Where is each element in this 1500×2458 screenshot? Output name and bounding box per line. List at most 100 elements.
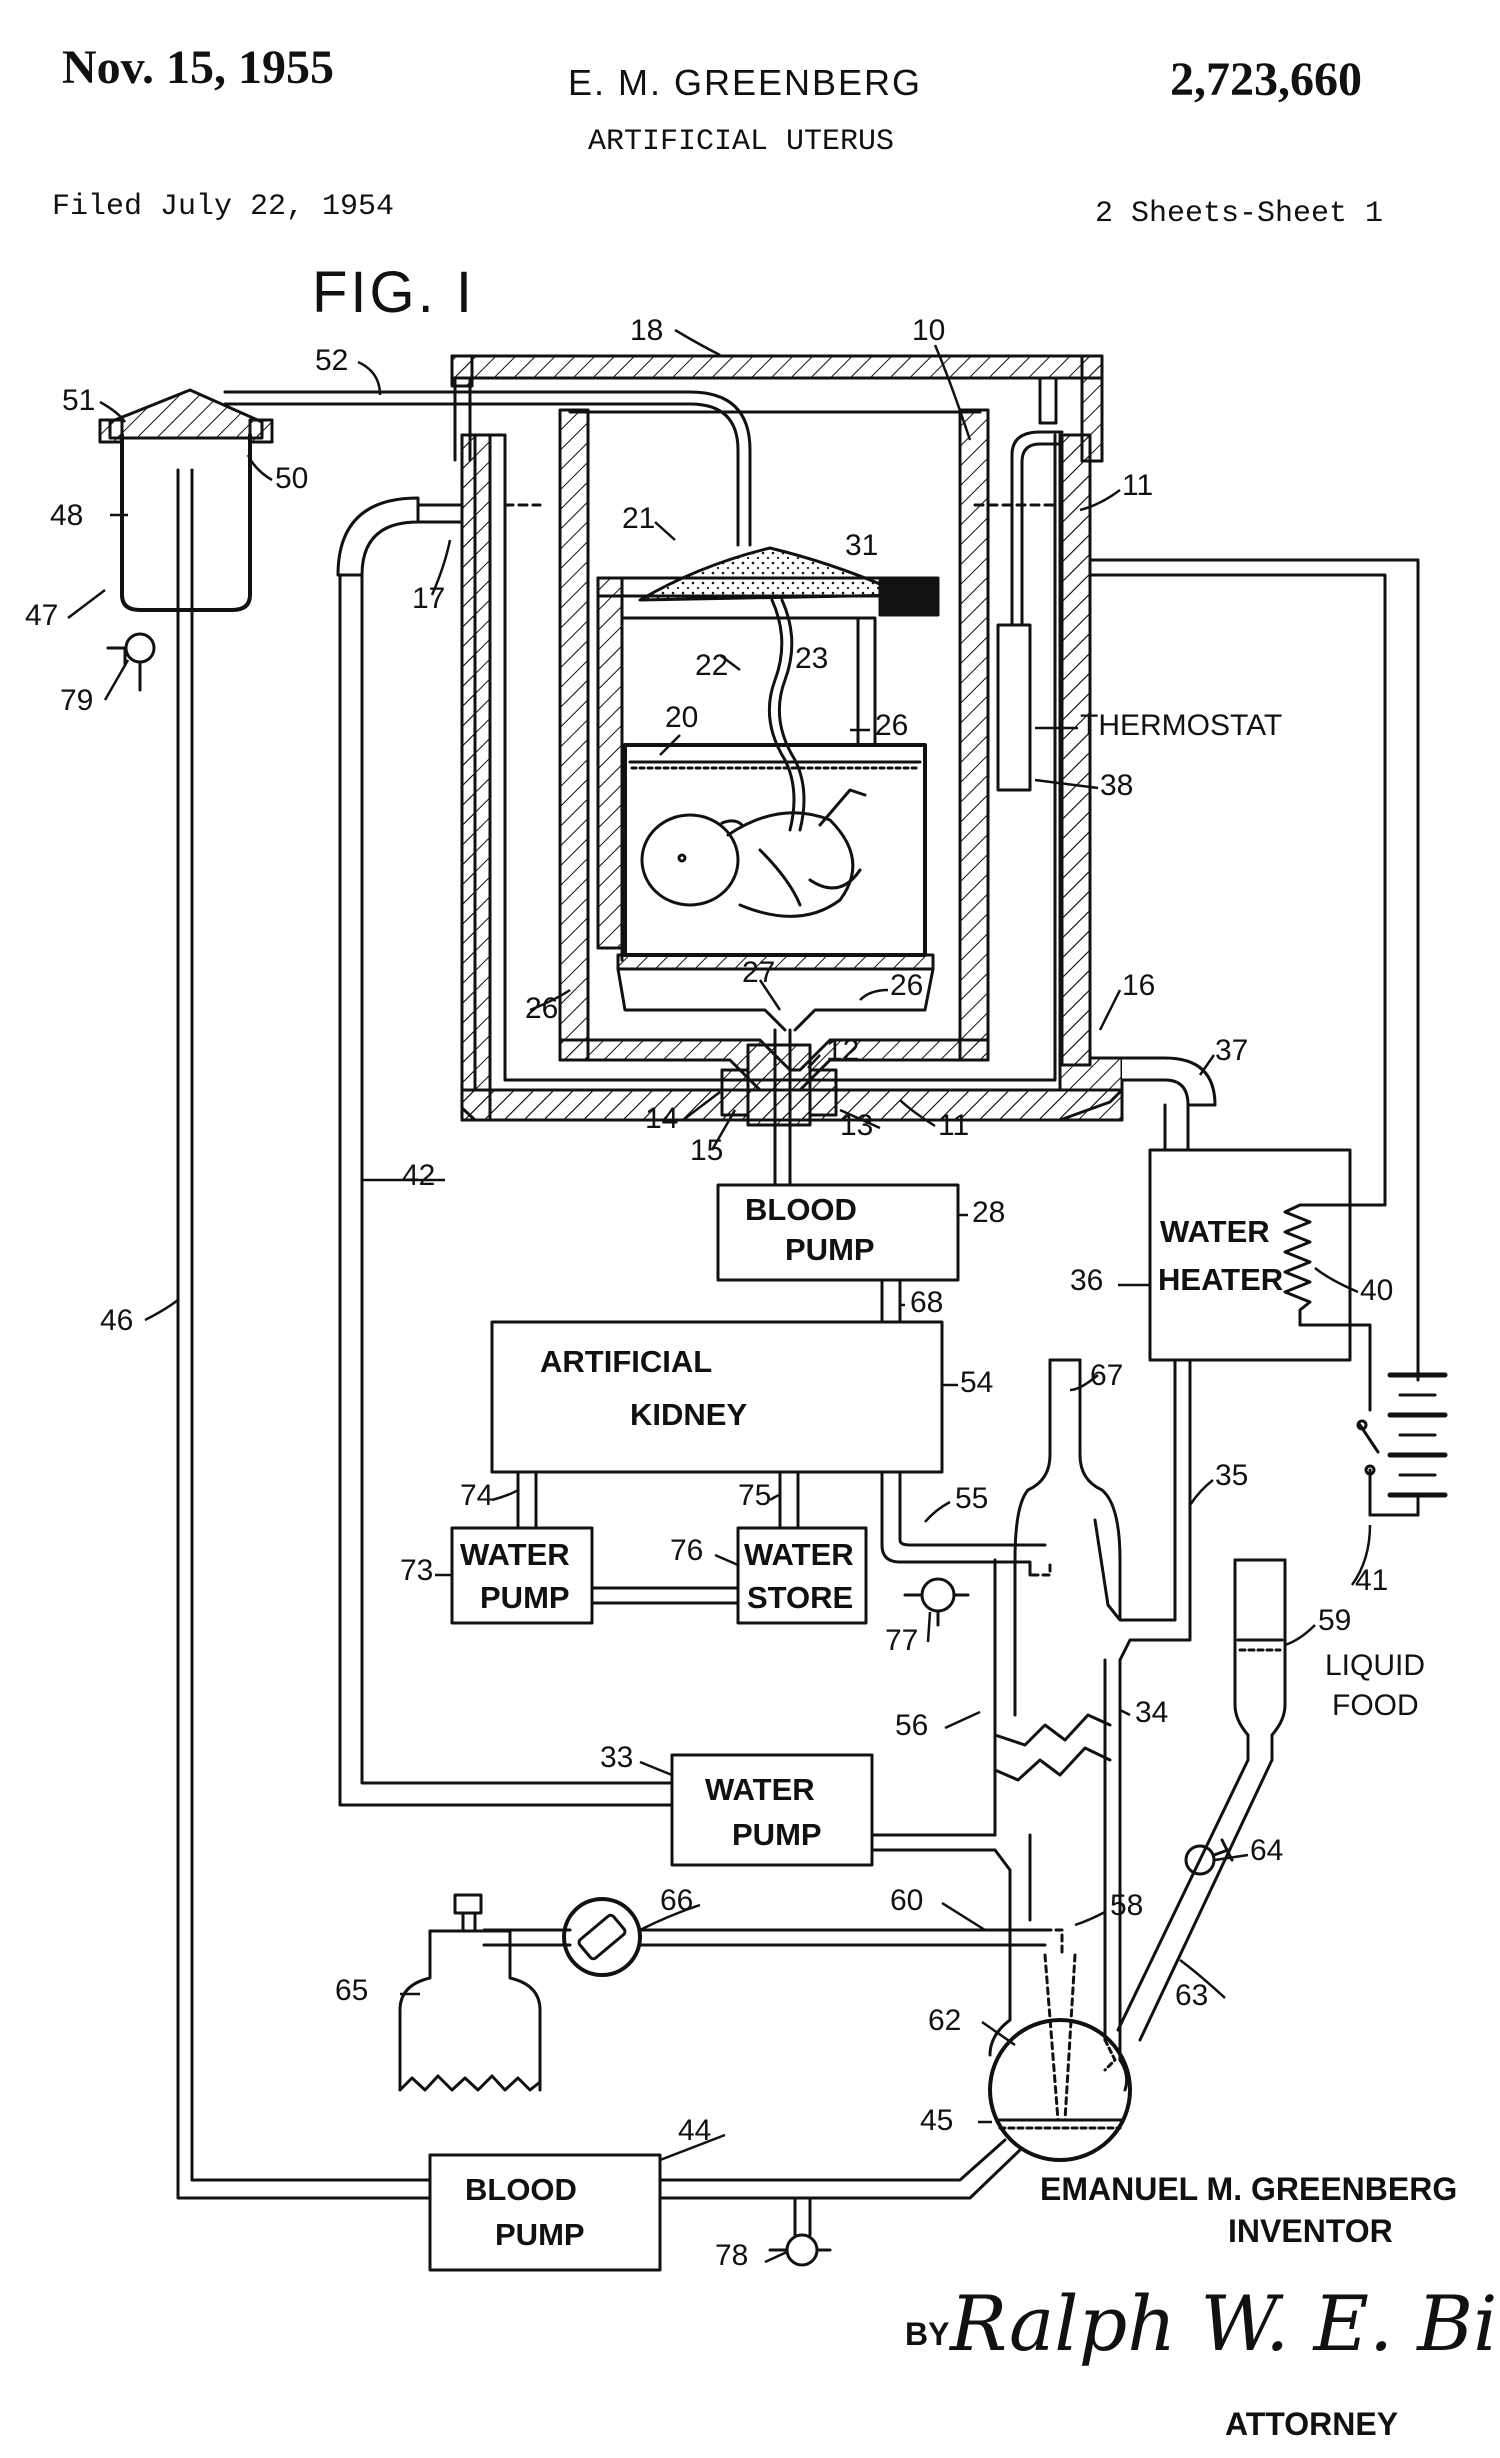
pipe-35	[1093, 1358, 1177, 1622]
blood-pump-top-box	[716, 1183, 960, 1282]
thermostat-label: THERMOSTAT	[1080, 709, 1282, 742]
amniotic-tank	[616, 743, 935, 971]
bubble-trap	[993, 1358, 1122, 1822]
ref-59: 59	[1318, 1604, 1351, 1637]
ref-74: 74	[460, 1479, 493, 1512]
ref-76: 76	[670, 1534, 703, 1567]
ref-51: 51	[62, 384, 95, 417]
ref-36: 36	[1070, 1264, 1103, 1297]
ref-31: 31	[845, 529, 878, 562]
sheet-count: 2 Sheets-Sheet 1	[1095, 197, 1384, 231]
ref-54: 54	[960, 1366, 993, 1399]
ref-50: 50	[275, 462, 308, 495]
ref-56: 56	[895, 1709, 928, 1742]
heater-coil	[1283, 1203, 1312, 1327]
ref-45: 45	[920, 2104, 953, 2137]
ref-73: 73	[400, 1554, 433, 1587]
pipe-46	[176, 648, 432, 2200]
pipe-52	[223, 390, 752, 547]
ref-13: 13	[840, 1109, 873, 1142]
liquid-food-label-2: FOOD	[1332, 1689, 1419, 1722]
figure-label: FIG. I	[312, 260, 475, 325]
fetus	[640, 788, 867, 918]
ref-23: 23	[795, 642, 828, 675]
artificial-kidney-box	[490, 1320, 944, 1474]
gas-cylinder	[398, 1893, 572, 2092]
inventor-name: EMANUEL M. GREENBERG	[1040, 2171, 1457, 2207]
ref-62: 62	[928, 2004, 961, 2037]
blood-pump-bottom-box	[428, 2153, 662, 2272]
blood-reservoir	[98, 388, 274, 692]
lid	[450, 354, 1104, 463]
umbilical-cord	[767, 598, 796, 832]
ref-38: 38	[1100, 769, 1133, 802]
ref-78: 78	[715, 2239, 748, 2272]
placenta	[638, 546, 907, 602]
ref-77: 77	[885, 1624, 918, 1657]
inventor-header: E. M. GREENBERG	[568, 62, 923, 103]
gas-regulator	[562, 1897, 1064, 1977]
leader-lines	[67, 328, 1372, 2264]
ref-26: 26	[890, 969, 923, 1002]
by-label: BY	[905, 2316, 949, 2352]
water-pump-mid-label-1: WATER	[705, 1772, 815, 1807]
ref-63: 63	[1175, 1979, 1208, 2012]
ref-35: 35	[1215, 1459, 1248, 1492]
ref-42: 42	[402, 1159, 435, 1192]
attorney-signature: Ralph W. E. Bitner	[948, 2279, 1500, 2368]
kidney-label-2: KIDNEY	[630, 1397, 747, 1432]
pipe-42	[338, 573, 674, 1807]
ref-10: 10	[912, 314, 945, 347]
ref-68: 68	[910, 1286, 943, 1319]
water-pump-left-label-1: WATER	[460, 1537, 570, 1572]
oxygenator-flask	[988, 1913, 1132, 2162]
blood-pump-top-label-2: PUMP	[785, 1232, 875, 1267]
water-store-label-1: WATER	[744, 1537, 854, 1572]
blood-pump-bottom-label-1: BLOOD	[465, 2172, 577, 2207]
ref-21: 21	[622, 502, 655, 535]
patent-number: 2,723,660	[1170, 53, 1362, 106]
patent-date: Nov. 15, 1955	[62, 41, 335, 94]
ref-46: 46	[100, 1304, 133, 1337]
ref-12: 12	[826, 1034, 859, 1067]
water-heater-label-1: WATER	[1160, 1214, 1270, 1249]
ref-66: 66	[660, 1884, 693, 1917]
liquid-food-label-1: LIQUID	[1325, 1649, 1425, 1682]
thermostat-wire	[1088, 558, 1420, 1382]
water-store-box	[736, 1526, 868, 1625]
ref-20: 20	[665, 701, 698, 734]
battery	[1368, 1372, 1448, 1517]
filed-date: Filed July 22, 1954	[52, 190, 395, 224]
ref-26: 26	[525, 992, 558, 1025]
valve-64	[1184, 1844, 1216, 1876]
ref-60: 60	[890, 1884, 923, 1917]
ref-28: 28	[972, 1196, 1005, 1229]
water-heater-box	[1148, 1148, 1352, 1362]
ref-11: 11	[1122, 469, 1153, 502]
water-pump-left-label-2: PUMP	[480, 1580, 570, 1615]
water-pump-mid-label-2: PUMP	[732, 1817, 822, 1852]
ref-22: 22	[695, 649, 728, 682]
water-store-label-2: STORE	[747, 1580, 853, 1615]
water-heater-label-2: HEATER	[1158, 1262, 1283, 1297]
inventor-role: INVENTOR	[1228, 2213, 1393, 2249]
ref-64: 64	[1250, 1834, 1283, 1867]
ref-58: 58	[1110, 1889, 1143, 1922]
ref-34: 34	[1135, 1696, 1168, 1729]
valve-77	[920, 1577, 956, 1613]
drain-fitting	[616, 967, 935, 1187]
blood-pump-bottom-label-2: PUMP	[495, 2217, 585, 2252]
attorney-role: ATTORNEY	[1225, 2406, 1398, 2442]
water-pump-mid-box	[670, 1753, 874, 1867]
ref-26: 26	[875, 709, 908, 742]
liquid-food-vessel	[1233, 1558, 1287, 1762]
ref-55: 55	[955, 1482, 988, 1515]
thermostat	[996, 430, 1064, 792]
patent-title: ARTIFICIAL UTERUS	[588, 125, 895, 159]
blood-pump-top-label-1: BLOOD	[745, 1192, 857, 1227]
ref-40: 40	[1360, 1274, 1393, 1307]
valve-78	[785, 2233, 819, 2267]
ref-52: 52	[315, 344, 348, 377]
kidney-label-1: ARTIFICIAL	[540, 1344, 712, 1379]
